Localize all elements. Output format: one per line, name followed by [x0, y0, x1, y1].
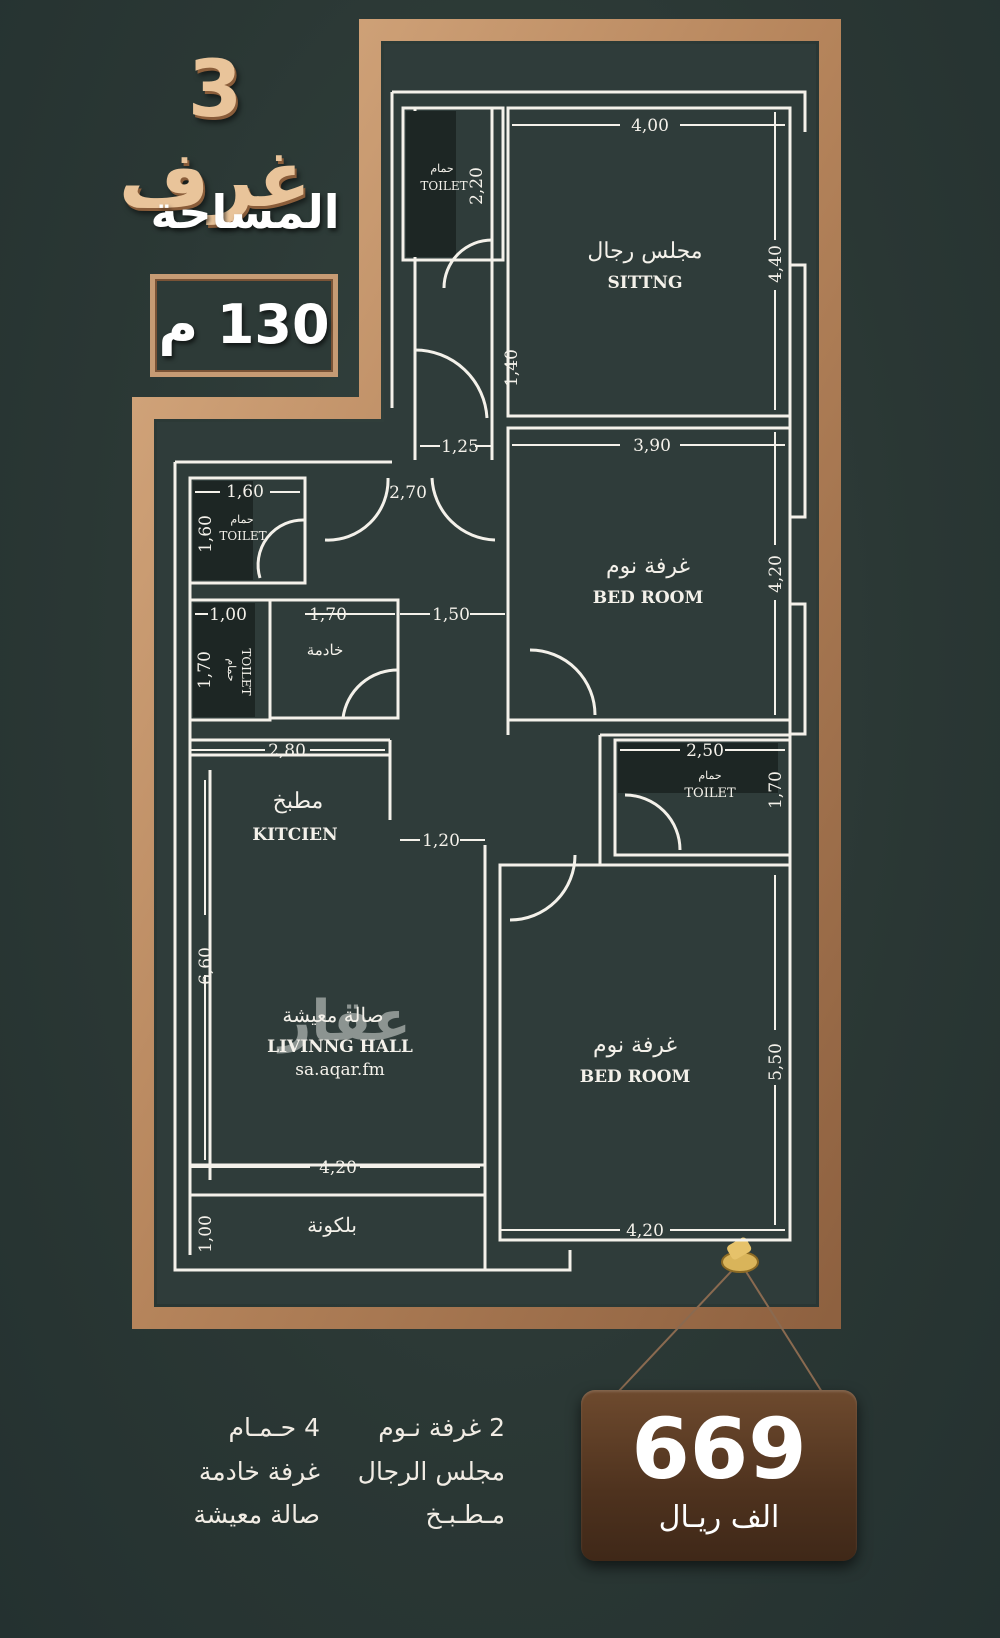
dim-label: 3,90	[633, 436, 671, 456]
feature-living-hall: صالة معيشة	[193, 1500, 320, 1529]
living-label-en: LIVINNG HALL	[267, 1037, 413, 1057]
feature-maid-room: غرفة خادمة	[198, 1457, 320, 1486]
dim-label: 1,60	[226, 482, 264, 502]
dim-label: 1,70	[309, 605, 347, 625]
dim-label: 1,40	[502, 349, 522, 387]
area-label: المساحة	[150, 185, 340, 239]
sitting-label-ar: مجلس رجال	[587, 239, 702, 264]
bedroom2-label-en: BED ROOM	[580, 1067, 691, 1087]
dim-label: 1,25	[441, 437, 479, 457]
kitchen-label-ar: مطبخ	[273, 789, 324, 814]
dim-label: 1,70	[766, 771, 786, 809]
toilet2-label-ar: حمام	[230, 513, 253, 526]
dim-label: 4,20	[626, 1221, 664, 1241]
area-box: 130 م	[150, 274, 338, 377]
watermark: عقار	[276, 989, 411, 1054]
toilet3-label-en: TOILET	[239, 648, 253, 695]
wood-frame	[132, 19, 841, 1329]
kitchen-label-en: KITCIEN	[252, 825, 337, 845]
dim-label: 2,80	[268, 741, 306, 761]
dim-label: 2,70	[389, 483, 427, 503]
dim-label: 1,60	[196, 515, 216, 553]
dim-label: 4,20	[319, 1158, 357, 1178]
dim-label: 1,20	[422, 831, 460, 851]
dim-label: 2,20	[467, 167, 487, 205]
area-value: 130 م	[158, 293, 330, 356]
balcony-label: بلكونة	[307, 1213, 357, 1237]
dim-label: 4,40	[766, 245, 786, 283]
rooms-count-title: 3 غرف	[118, 45, 312, 225]
toilet4-label-en: TOILET	[684, 786, 736, 801]
pin-icon	[617, 1237, 823, 1393]
dim-label: 4,00	[631, 116, 669, 136]
dim-label: 1,70	[195, 651, 215, 689]
dimension-lines	[190, 112, 785, 1231]
sitting-label-en: SITTNG	[608, 273, 683, 293]
feature-bathrooms: 4 حـمـام	[228, 1413, 320, 1442]
toilet3-label-ar: حمام	[225, 658, 238, 681]
watermark-logo: عقار	[276, 989, 411, 1054]
dim-label: 1,50	[432, 605, 470, 625]
feature-bedrooms: 2 غرفة نـوم	[378, 1413, 505, 1442]
dim-label: 5,50	[766, 1043, 786, 1081]
toilet4-label-ar: حمام	[698, 769, 721, 782]
doors	[256, 238, 682, 922]
bedroom2-label-ar: غرفة نوم	[593, 1033, 677, 1058]
price-value: 669	[631, 1400, 807, 1498]
bedroom1-label-ar: غرفة نوم	[606, 554, 690, 579]
dim-label: 6,60	[196, 947, 216, 985]
dim-label: 1,00	[196, 1215, 216, 1253]
dim-label: 1,00	[209, 605, 247, 625]
feature-men-sitting: مجلس الرجال	[357, 1457, 505, 1486]
dim-label: 4,20	[766, 555, 786, 593]
toilet1-label-ar: حمام	[430, 162, 453, 175]
watermark-url: sa.aqar.fm	[295, 1060, 385, 1080]
maid-room-label: خادمة	[307, 641, 344, 659]
toilet-fills	[193, 111, 778, 793]
toilet2-label-en: TOILET	[219, 529, 266, 543]
dim-label: 2,50	[686, 741, 724, 761]
price-board: 669 الف ريـال	[581, 1390, 857, 1561]
bedroom1-label-en: BED ROOM	[593, 588, 704, 608]
price-unit: الف ريـال	[658, 1500, 780, 1535]
living-label-ar: صالة معيشة	[282, 1003, 383, 1027]
walls	[173, 90, 807, 1272]
feature-kitchen: مـطـبـخ	[425, 1500, 505, 1529]
toilet1-label-en: TOILET	[420, 179, 467, 193]
